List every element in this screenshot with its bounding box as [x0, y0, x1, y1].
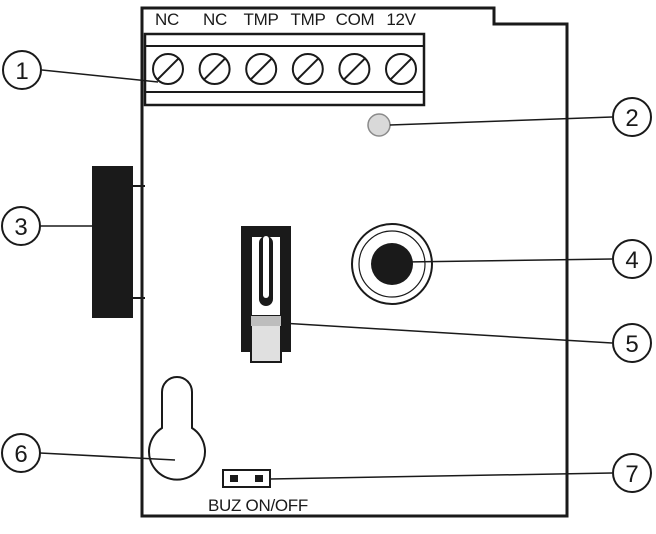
- round-sensor: [351, 223, 433, 305]
- terminal-label-5: COM: [336, 10, 375, 29]
- enclosure-outline: [140, 6, 569, 518]
- leader-line-5: [280, 322, 613, 344]
- callout-4-number: 4: [625, 247, 638, 274]
- leader-line-4: [404, 258, 613, 263]
- callout-1: 1: [2, 50, 42, 90]
- leader-lines: [39, 69, 613, 480]
- keyhole-mounting-slot: [148, 376, 206, 481]
- terminal-label-6: 12V: [386, 10, 416, 29]
- terminal-screw-6: [385, 53, 417, 85]
- callout-7-number: 7: [625, 461, 638, 488]
- terminal-screw-5: [338, 53, 371, 85]
- callout-6-number: 6: [14, 441, 27, 468]
- callout-5: 5: [612, 323, 652, 363]
- terminal-screw-2: [198, 53, 231, 85]
- buzzer-jumper: [222, 469, 271, 488]
- buzzer-jumper-label: BUZ ON/OFF: [208, 496, 308, 515]
- side-mount-bracket: [92, 166, 145, 318]
- terminal-block: [143, 32, 426, 107]
- callout-2-number: 2: [625, 105, 638, 132]
- terminal-screw-1: [152, 53, 184, 85]
- callout-6: 6: [1, 433, 41, 473]
- terminal-label-2: NC: [203, 10, 227, 29]
- terminal-label-1: NC: [155, 10, 179, 29]
- led-indicator: [367, 113, 391, 137]
- callout-4: 4: [612, 239, 652, 279]
- leader-line-2: [389, 116, 613, 126]
- terminal-label-3: TMP: [244, 10, 279, 29]
- callout-3: 3: [1, 206, 41, 246]
- callout-7: 7: [612, 453, 652, 493]
- callout-1-number: 1: [15, 58, 28, 85]
- leader-line-7: [269, 472, 613, 480]
- leader-line-6: [39, 452, 176, 461]
- terminal-labels: NC NC TMP TMP COM 12V: [155, 10, 417, 29]
- terminal-screw-4: [291, 53, 324, 85]
- terminal-label-4: TMP: [291, 10, 326, 29]
- tamper-switch: [241, 226, 291, 363]
- callout-3-number: 3: [14, 214, 27, 241]
- leader-line-1: [41, 69, 159, 83]
- callout-2: 2: [612, 97, 652, 137]
- callout-5-number: 5: [625, 331, 638, 358]
- terminal-screw-3: [245, 53, 278, 85]
